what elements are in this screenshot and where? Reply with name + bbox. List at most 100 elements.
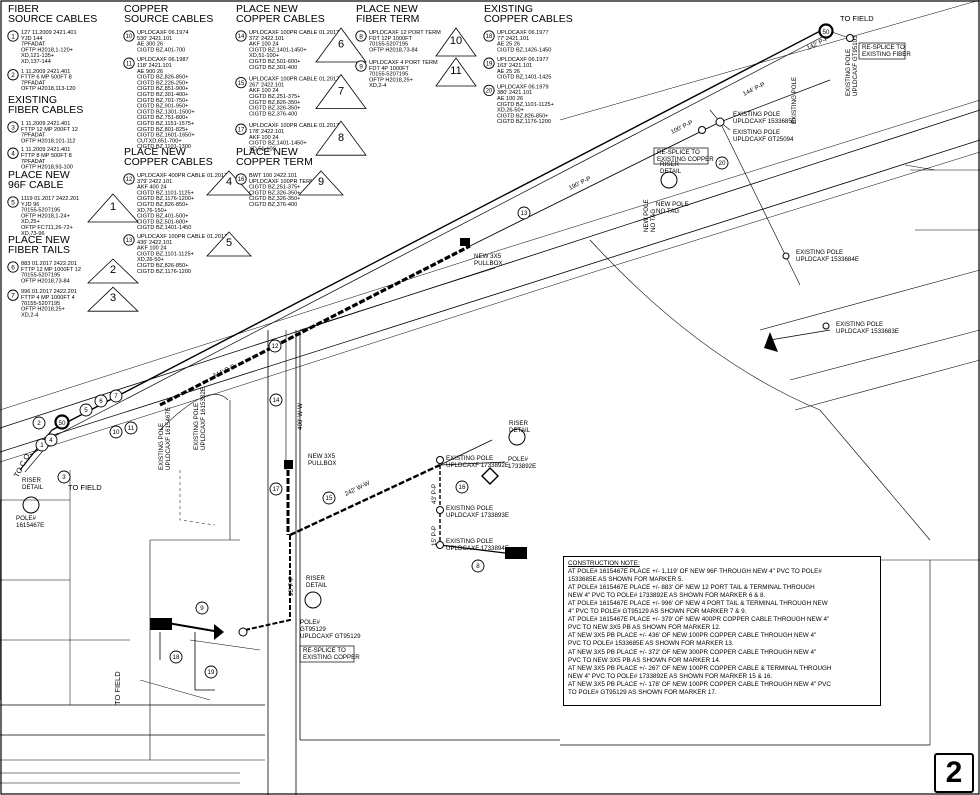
legend-spec-line: OFTP H2018,1-120+ (21, 47, 73, 53)
legend-spec-line: 372' 2422.101 (249, 36, 284, 42)
pole-gt95129-label: GT95129 (300, 626, 326, 633)
legend-spec-line: 118' 2421.101 (137, 63, 172, 69)
legend-marker (483, 30, 495, 42)
legend-spec-line: CIGTD BZ,801-825+ (137, 127, 188, 133)
map-marker-12 (268, 339, 282, 353)
re-splice-copper-bottom-label: EXISTING COPPER (303, 654, 360, 661)
pole-gt25094-symbol (698, 126, 706, 134)
riser-left-symbol (22, 496, 40, 514)
legend-spec-line: CIGTD BZ,251-375+ (249, 185, 300, 191)
legend-marker-label: 14 (238, 34, 245, 40)
map-marker-14 (269, 393, 283, 407)
revision-triangle-label: 8 (338, 132, 344, 144)
revision-triangle (87, 193, 139, 223)
legend-marker-label: 8 (359, 33, 363, 40)
existing-pole-1733892e-label: UPLDCAXF 1733892E (446, 462, 509, 469)
existing-pole-1615332e-label: EXISTING POLE (193, 403, 200, 450)
legend-heading: FIBER CABLES (8, 104, 83, 116)
pole-gt95129-label: UPLDCAXF GT95129 (300, 633, 361, 640)
legend-marker-label: 3 (11, 124, 15, 131)
legend-spec-line: CIGTD BZ,1401-1450+ (249, 47, 307, 53)
legend-spec-line: 163' 2421.101 (497, 63, 532, 69)
riser-detail-left-label: RISER (22, 477, 41, 484)
legend-marker (123, 30, 135, 42)
legend-spec-line: CIGTD BZ,1101-1125+ (137, 251, 194, 257)
run-length-242: 242' W-W (344, 480, 371, 498)
run-length-144: 144' P-P (742, 81, 766, 98)
run-length-15: 15' P-P (431, 526, 438, 546)
legend-spec-line: 1 11.2009 2421.401 (21, 121, 70, 127)
revision-triangle (315, 120, 367, 156)
revision-triangle-label: 1 (110, 201, 116, 213)
legend-marker-label: 13 (126, 238, 133, 244)
legend-spec-line: AE 900 26 (137, 69, 163, 75)
legend-spec-line: XD,2-4 (369, 83, 386, 89)
revision-triangle-label: 6 (338, 39, 344, 51)
map-marker-4 (44, 433, 58, 447)
legend-spec-line: 70155-5207195 (21, 301, 60, 307)
legend-marker-label: 15 (238, 81, 245, 87)
revision-triangle-label: 4 (226, 176, 232, 188)
legend-spec-line: FTTP 6 MP 500FT 8 (21, 75, 72, 81)
legend-spec-line: 70155-5207195 (21, 273, 60, 279)
map-marker-17 (269, 482, 283, 496)
construction-note-line: 4" PVC TO POLE# GT95129 AS SHOWN FOR MAR… (568, 608, 747, 616)
map-marker-19 (204, 665, 218, 679)
existing-pole-1533685e-note: EXISTING POLE (733, 111, 780, 118)
legend-spec-line: YJD 144 (21, 36, 42, 42)
legend-spec-line: XD,137-144 (21, 59, 51, 65)
pole-gt95103-symbol (846, 34, 854, 42)
legend-spec-line: FTTP 8 MP 500FT 8 (21, 153, 72, 159)
legend-spec-line: OFTP H2018,93-100 (21, 165, 73, 171)
legend-spec-line: FTTP 4 MP 1000FT 4 (21, 295, 75, 301)
legend-marker-label: 19 (486, 61, 493, 67)
legend-spec-line: CIGTD BZ,826-850+ (137, 75, 188, 81)
revision-triangle-label: 11 (450, 65, 461, 77)
legend-spec-line: 379' 2422.101 (137, 179, 172, 185)
revision-triangle (87, 258, 139, 284)
legend-spec-line: OFTP H2018,1-24+ (21, 213, 70, 219)
map-marker-19-label: 19 (208, 669, 215, 676)
run-length-142: 142' P-P (806, 35, 830, 52)
term-box-right-symbol (505, 547, 527, 559)
legend-spec-line: CIGTD BZ,901-950+ (137, 104, 188, 110)
legend-spec-line: OFTP H2018,101-112 (21, 138, 76, 144)
run-length-400: 400' W-W (297, 403, 304, 430)
legend-spec-line: UPLDCAXF 100PR CABLE 01.2017 (249, 77, 339, 83)
legend-spec-line: YJD 96 (21, 202, 39, 208)
new-pole-label-rotated: NEW POLE (643, 199, 650, 232)
legend-spec-line: XD,51-100+ (249, 53, 279, 59)
map-marker-15-label: 15 (326, 495, 333, 502)
riser-top-symbol (660, 171, 678, 189)
legend-marker (123, 57, 135, 69)
construction-note-line: 1533685E AS SHOWN FOR MARKER 5. (568, 576, 684, 584)
pole-1733892e-label: 1733892E (508, 463, 536, 470)
map-marker-13-label: 13 (521, 210, 528, 217)
existing-pole-1533684e-label: UPLDCAXF 1533684E (796, 256, 859, 263)
pole-size-left: 50 (59, 420, 66, 427)
existing-pole-1615332e-label: UPLDCAXF 1615332E (200, 387, 207, 450)
new-pole-label: NEW POLE (656, 201, 689, 208)
map-marker-18 (169, 650, 183, 664)
map-marker-11-label: 11 (128, 425, 135, 432)
legend-spec-line: CIGTD BZ,326-350+ (249, 196, 300, 202)
legend-heading: COPPER CABLES (236, 13, 325, 25)
legend-heading: COPPER (124, 3, 169, 15)
legend-marker-label: 4 (11, 151, 15, 158)
revision-triangle (298, 170, 344, 196)
legend-spec-line: 127 11.2009 2421.401 (21, 30, 77, 36)
map-marker-8 (471, 559, 485, 573)
legend-marker-label: 18 (486, 34, 493, 40)
construction-note-line: TO POLE# GT95129 AS SHOWN FOR MARKER 17. (568, 688, 717, 696)
map-marker-20-label: 20 (719, 160, 726, 167)
pole-size-top: 50 (823, 29, 830, 36)
legend-marker (7, 147, 19, 159)
legend-spec-line: CIGTD BZ,401-500+ (137, 214, 188, 220)
map-marker-14-label: 14 (273, 397, 280, 404)
legend-marker (123, 173, 135, 185)
